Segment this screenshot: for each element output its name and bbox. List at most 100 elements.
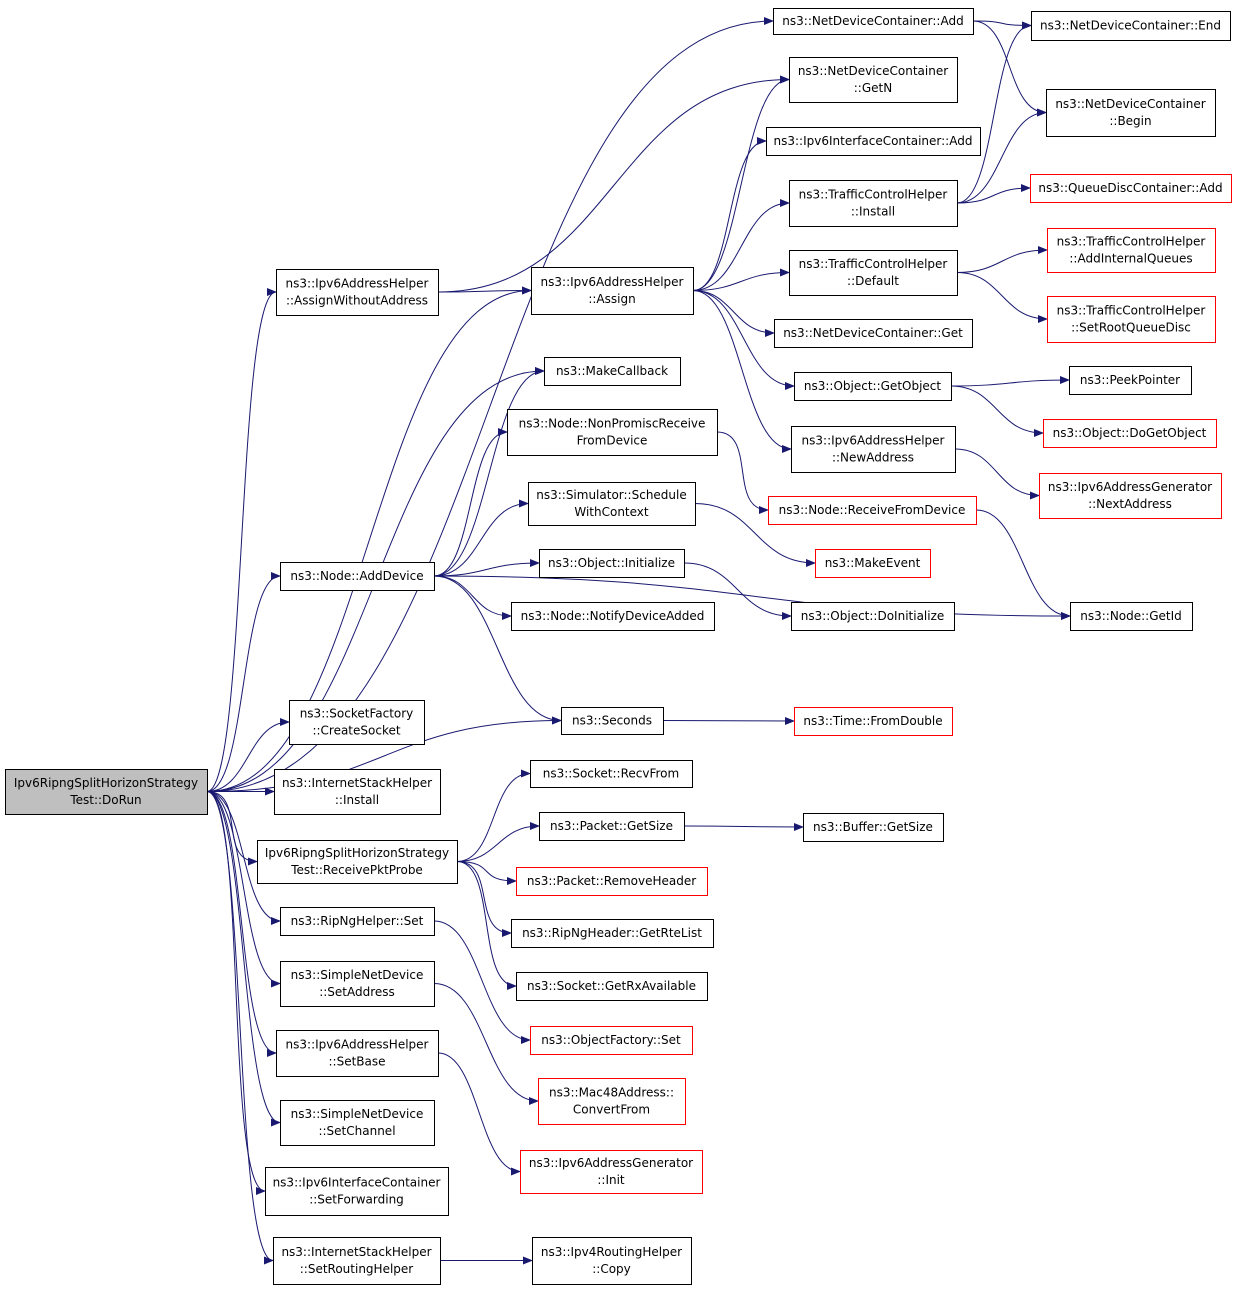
node-gen-init[interactable]: ns3::Ipv6AddressGenerator::Init (520, 1150, 703, 1194)
node-remove-header[interactable]: ns3::Packet::RemoveHeader (516, 867, 708, 896)
node-qdc-add[interactable]: ns3::QueueDiscContainer::Add (1030, 174, 1232, 203)
node-box (280, 562, 435, 591)
edge-initialize-to-do-initialize (683, 562, 792, 620)
node-label-line: ns3::Packet::RemoveHeader (527, 874, 696, 888)
node-mac-convert[interactable]: ns3::Mac48Address::ConvertFrom (538, 1078, 686, 1125)
node-label-line: ns3::Socket::RecvFrom (543, 767, 679, 781)
node-tch-set-root[interactable]: ns3::TrafficControlHelper::SetRootQueueD… (1047, 296, 1216, 343)
node-peek-pointer[interactable]: ns3::PeekPointer (1069, 366, 1192, 395)
node-make-callback[interactable]: ns3::MakeCallback (544, 357, 681, 386)
node-recv-from[interactable]: ns3::Socket::RecvFrom (530, 760, 693, 788)
node-label-line: ns3::QueueDiscContainer::Add (1038, 181, 1222, 195)
node-buf-get-size[interactable]: ns3::Buffer::GetSize (803, 813, 944, 842)
node-label-line: ::Copy (592, 1262, 631, 1276)
node-seconds[interactable]: ns3::Seconds (561, 707, 664, 735)
node-pkt-get-size[interactable]: ns3::Packet::GetSize (539, 812, 685, 841)
node-ndc-get[interactable]: ns3::NetDeviceContainer::Get (774, 319, 973, 348)
node-label-line: ::Begin (1109, 114, 1151, 128)
node-ish-install[interactable]: ns3::InternetStackHelper::Install (274, 769, 441, 815)
node-box (530, 760, 693, 788)
node-get-rte-list[interactable]: ns3::RipNgHeader::GetRteList (511, 919, 714, 948)
node-box (1047, 228, 1216, 273)
node-set-forwarding[interactable]: ns3::Ipv6InterfaceContainer::SetForwardi… (265, 1167, 449, 1216)
edge-receive-pkt-to-remove-header (456, 861, 517, 885)
node-box (532, 1237, 692, 1285)
node-label-line: ::GetN (854, 81, 892, 95)
node-set-address[interactable]: ns3::SimpleNetDevice::SetAddress (280, 961, 435, 1007)
node-initialize[interactable]: ns3::Object::Initialize (539, 549, 685, 578)
node-from-double[interactable]: ns3::Time::FromDouble (794, 707, 953, 736)
node-tch-install[interactable]: ns3::TrafficControlHelper::Install (789, 180, 958, 227)
edge-get-object-to-peek-pointer (950, 376, 1070, 387)
node-label-line: ns3::Simulator::Schedule (536, 488, 687, 502)
node-label-line: ns3::ObjectFactory::Set (541, 1033, 681, 1047)
node-box (280, 907, 435, 936)
node-box (803, 813, 944, 842)
node-box (511, 602, 715, 631)
node-label-line: ns3::Ipv4RoutingHelper (541, 1245, 682, 1259)
node-rx-available[interactable]: ns3::Socket::GetRxAvailable (516, 972, 708, 1001)
node-new-address[interactable]: ns3::Ipv6AddressHelper::NewAddress (791, 426, 956, 473)
node-label-line: ::AssignWithoutAddress (286, 294, 428, 308)
edge-rip-set-to-obj-factory-set (433, 920, 531, 1044)
edge-ndc-add-to-ndc-begin (972, 20, 1047, 117)
node-assign[interactable]: ns3::Ipv6AddressHelper::Assign (531, 267, 694, 315)
node-box (274, 769, 441, 815)
node-set-routing[interactable]: ns3::InternetStackHelper::SetRoutingHelp… (273, 1237, 441, 1285)
node-box (1031, 11, 1231, 41)
node-assign-without[interactable]: ns3::Ipv6AddressHelper::AssignWithoutAdd… (276, 269, 439, 316)
node-set-channel[interactable]: ns3::SimpleNetDevice::SetChannel (280, 1100, 435, 1146)
node-add-device[interactable]: ns3::Node::AddDevice (280, 562, 435, 591)
node-notify-device[interactable]: ns3::Node::NotifyDeviceAdded (511, 602, 715, 631)
node-label-line: ns3::Ipv6AddressGenerator (529, 1156, 693, 1170)
node-box (794, 707, 953, 736)
node-do-initialize[interactable]: ns3::Object::DoInitialize (791, 602, 955, 631)
node-get-object[interactable]: ns3::Object::GetObject (794, 372, 952, 401)
edge-assign-to-new-address (692, 290, 792, 453)
node-receive-pkt[interactable]: Ipv6RipngSplitHorizonStrategyTest::Recei… (257, 840, 458, 884)
node-do-get-object[interactable]: ns3::Object::DoGetObject (1043, 419, 1217, 448)
node-label-line: Ipv6RipngSplitHorizonStrategy (265, 846, 449, 860)
node-label-line: ns3::Ipv6AddressGenerator (1048, 480, 1212, 494)
node-tch-default[interactable]: ns3::TrafficControlHelper::Default (789, 250, 958, 296)
node-ndc-get-n[interactable]: ns3::NetDeviceContainer::GetN (789, 57, 958, 103)
node-make-event[interactable]: ns3::MakeEvent (815, 549, 931, 578)
node-obj-factory-set[interactable]: ns3::ObjectFactory::Set (530, 1026, 693, 1055)
node-label-line: ::NextAddress (1088, 497, 1172, 511)
node-label-line: ns3::MakeCallback (556, 364, 668, 378)
node-label-line: ns3::Ipv6InterfaceContainer::Add (774, 134, 973, 148)
node-box (276, 269, 439, 316)
edge-assign-to-ndc-get-n (692, 75, 790, 291)
node-socket-factory[interactable]: ns3::SocketFactory::CreateSocket (289, 700, 425, 745)
edge-tch-default-to-tch-set-root (956, 272, 1048, 323)
node-next-address[interactable]: ns3::Ipv6AddressGenerator::NextAddress (1039, 473, 1222, 519)
node-box (789, 250, 958, 296)
node-ndc-add[interactable]: ns3::NetDeviceContainer::Add (773, 8, 974, 35)
node-tch-add-internal[interactable]: ns3::TrafficControlHelper::AddInternalQu… (1047, 228, 1216, 273)
node-label-line: ns3::Mac48Address:: (549, 1086, 674, 1100)
node-ipv4-copy[interactable]: ns3::Ipv4RoutingHelper::Copy (532, 1237, 692, 1285)
edge-tch-install-to-qdc-add (956, 184, 1031, 204)
node-box (791, 426, 956, 473)
node-recv-from-device[interactable]: ns3::Node::ReceiveFromDevice (768, 496, 977, 525)
node-ifc-add[interactable]: ns3::Ipv6InterfaceContainer::Add (766, 127, 981, 156)
node-ndc-begin[interactable]: ns3::NetDeviceContainer::Begin (1046, 89, 1216, 137)
edge-receive-pkt-to-rx-available (456, 861, 517, 990)
edge-add-device-to-make-callback (433, 367, 545, 577)
node-box (511, 919, 714, 948)
node-label-line: ns3::Node::AddDevice (290, 569, 423, 583)
node-set-base[interactable]: ns3::Ipv6AddressHelper::SetBase (276, 1030, 439, 1077)
edge-add-device-to-seconds (433, 575, 562, 725)
node-label-line: ns3::InternetStackHelper (281, 1245, 431, 1259)
node-rip-set[interactable]: ns3::RipNgHelper::Set (280, 907, 435, 936)
node-label-line: ::Assign (588, 292, 635, 306)
edge-receive-pkt-to-pkt-get-size (456, 822, 540, 862)
node-box (794, 372, 952, 401)
node-get-id[interactable]: ns3::Node::GetId (1070, 602, 1193, 631)
node-label-line: ns3::TrafficControlHelper (799, 188, 948, 202)
edge-add-device-to-non-promisc (433, 428, 508, 577)
node-ndc-end[interactable]: ns3::NetDeviceContainer::End (1031, 11, 1231, 41)
